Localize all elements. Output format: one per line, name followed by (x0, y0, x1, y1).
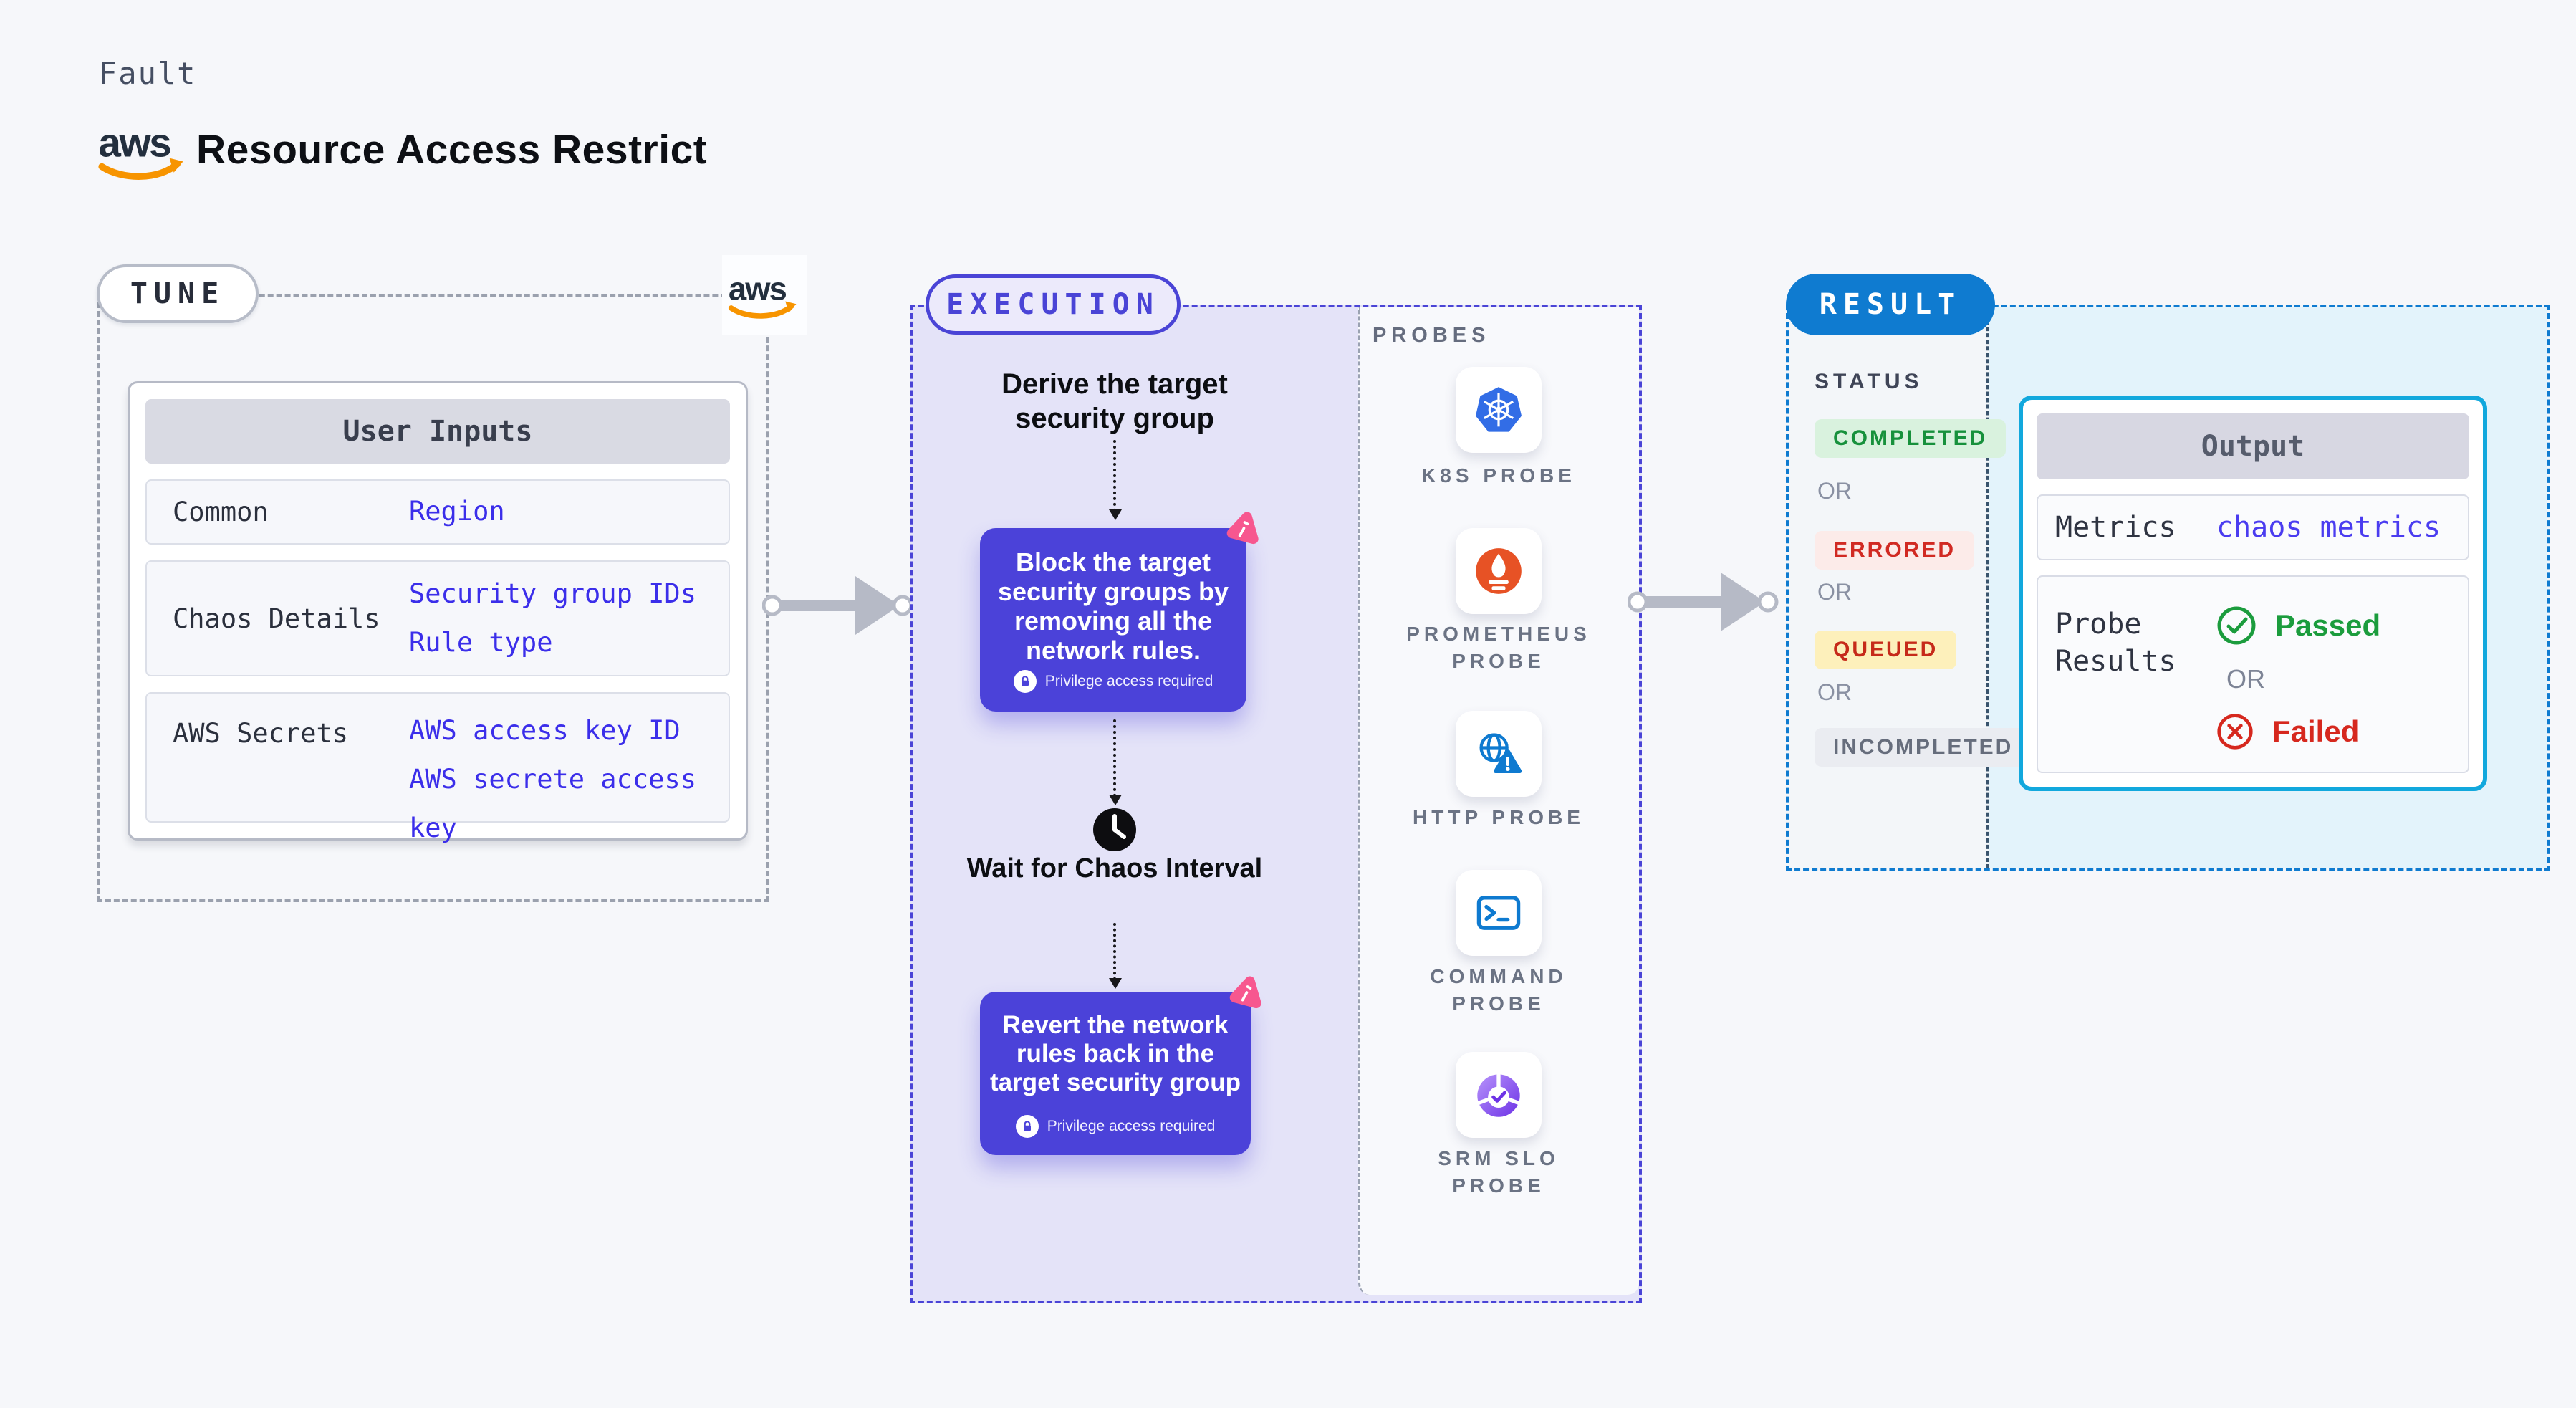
prometheus-probe-tile (1456, 528, 1542, 614)
or-separator: OR (2226, 664, 2265, 694)
status-badge-queued: QUEUED (1815, 631, 1957, 669)
probe-results-label: Probe Results (2055, 608, 2176, 678)
status-badge-incompleted: INCOMPLETED (1815, 728, 2032, 767)
output-card: Output Metrics chaos metrics Probe Resul… (2019, 396, 2487, 791)
k8s-probe-tile (1456, 367, 1542, 453)
output-header: Output (2037, 413, 2469, 479)
or-separator: OR (1817, 478, 1852, 504)
probe-label: SRM SLO PROBE (1438, 1147, 1559, 1197)
tune-to-execution-arrow (761, 573, 917, 641)
status-heading: STATUS (1815, 370, 1923, 393)
or-separator: OR (1817, 579, 1852, 605)
step-block-label: Block the target security groups by remo… (997, 547, 1229, 665)
chaos-step-icon (1219, 507, 1265, 557)
status-badge-errored: ERRORED (1815, 531, 1975, 570)
kubernetes-icon (1475, 387, 1522, 432)
user-inputs-header: User Inputs (145, 399, 730, 464)
user-inputs-card: User Inputs Common Region Chaos Details … (128, 381, 748, 843)
execution-to-result-arrow (1627, 570, 1782, 638)
aws-corner-logo: aws (722, 255, 807, 335)
svg-text:aws: aws (98, 120, 170, 166)
metrics-label: Metrics (2055, 511, 2176, 544)
lock-icon (1013, 670, 1037, 693)
input-row-label: AWS Secrets (173, 718, 349, 749)
lock-icon (1015, 1115, 1039, 1138)
privilege-note: Privilege access required (1044, 673, 1213, 689)
failed-label: Failed (2272, 714, 2360, 748)
metrics-value: chaos metrics (2216, 511, 2441, 544)
passed-label: Passed (2275, 608, 2381, 642)
flow-arrow-down-icon (1109, 923, 1122, 989)
input-row-common: Common Region (145, 479, 730, 545)
probe-label: K8S PROBE (1421, 464, 1576, 487)
aws-logo: aws (97, 120, 190, 181)
probe-label: COMMAND PROBE (1430, 965, 1567, 1015)
probes-heading: PROBES (1373, 324, 1491, 347)
metrics-row: Metrics chaos metrics (2037, 494, 2469, 560)
chaos-step-icon (1222, 972, 1268, 1021)
flow-arrow-down-icon (1109, 440, 1122, 520)
result-pill: RESULT (1786, 274, 1995, 335)
execution-pill: EXECUTION (926, 274, 1181, 335)
probe-label: PROMETHEUS PROBE (1406, 623, 1591, 672)
probe-results-row: Probe Results Passed OR Failed (2037, 575, 2469, 773)
input-row-label: Chaos Details (173, 603, 380, 634)
step-revert-label: Revert the network rules back in the tar… (989, 1011, 1241, 1096)
flow-arrow-down-icon (1109, 719, 1122, 805)
input-value: Security group IDs (409, 578, 696, 610)
aws-icon: aws (728, 271, 797, 319)
passed-check-icon (2217, 606, 2256, 645)
command-icon (1476, 896, 1521, 930)
or-separator: OR (1817, 679, 1852, 705)
probe-label: HTTP PROBE (1413, 806, 1585, 828)
srm-slo-probe-tile (1456, 1052, 1542, 1138)
step-revert-box: Revert the network rules back in the tar… (980, 992, 1251, 1155)
result-divider (1986, 307, 1989, 868)
http-probe-tile (1456, 711, 1542, 797)
page-kicker: Fault (99, 56, 197, 91)
tune-pill: TUNE (97, 264, 259, 323)
privilege-note: Privilege access required (1047, 1118, 1216, 1134)
page-title: Resource Access Restrict (196, 127, 708, 173)
srm-slo-icon (1477, 1073, 1520, 1117)
command-probe-tile (1456, 870, 1542, 956)
input-value: Rule type (409, 627, 553, 658)
step-derive-label: Derive the target security group (1001, 368, 1228, 434)
step-block-box: Block the target security groups by remo… (980, 528, 1246, 712)
input-value: AWS access key ID (409, 715, 681, 746)
input-value: Region (409, 496, 505, 527)
status-badge-completed: COMPLETED (1815, 419, 2007, 458)
input-row-chaos-details: Chaos Details Security group IDs Rule ty… (145, 560, 730, 676)
input-value: AWS secrete access key (409, 764, 696, 843)
input-row-label: Common (173, 496, 269, 527)
failed-x-icon (2217, 714, 2253, 750)
input-row-aws-secrets: AWS Secrets AWS access key ID AWS secret… (145, 692, 730, 843)
http-icon (1479, 733, 1522, 774)
prometheus-icon (1476, 548, 1522, 594)
svg-text:aws: aws (729, 271, 787, 307)
step-wait-label: Wait for Chaos Interval (966, 853, 1263, 883)
clock-icon (1092, 807, 1138, 856)
